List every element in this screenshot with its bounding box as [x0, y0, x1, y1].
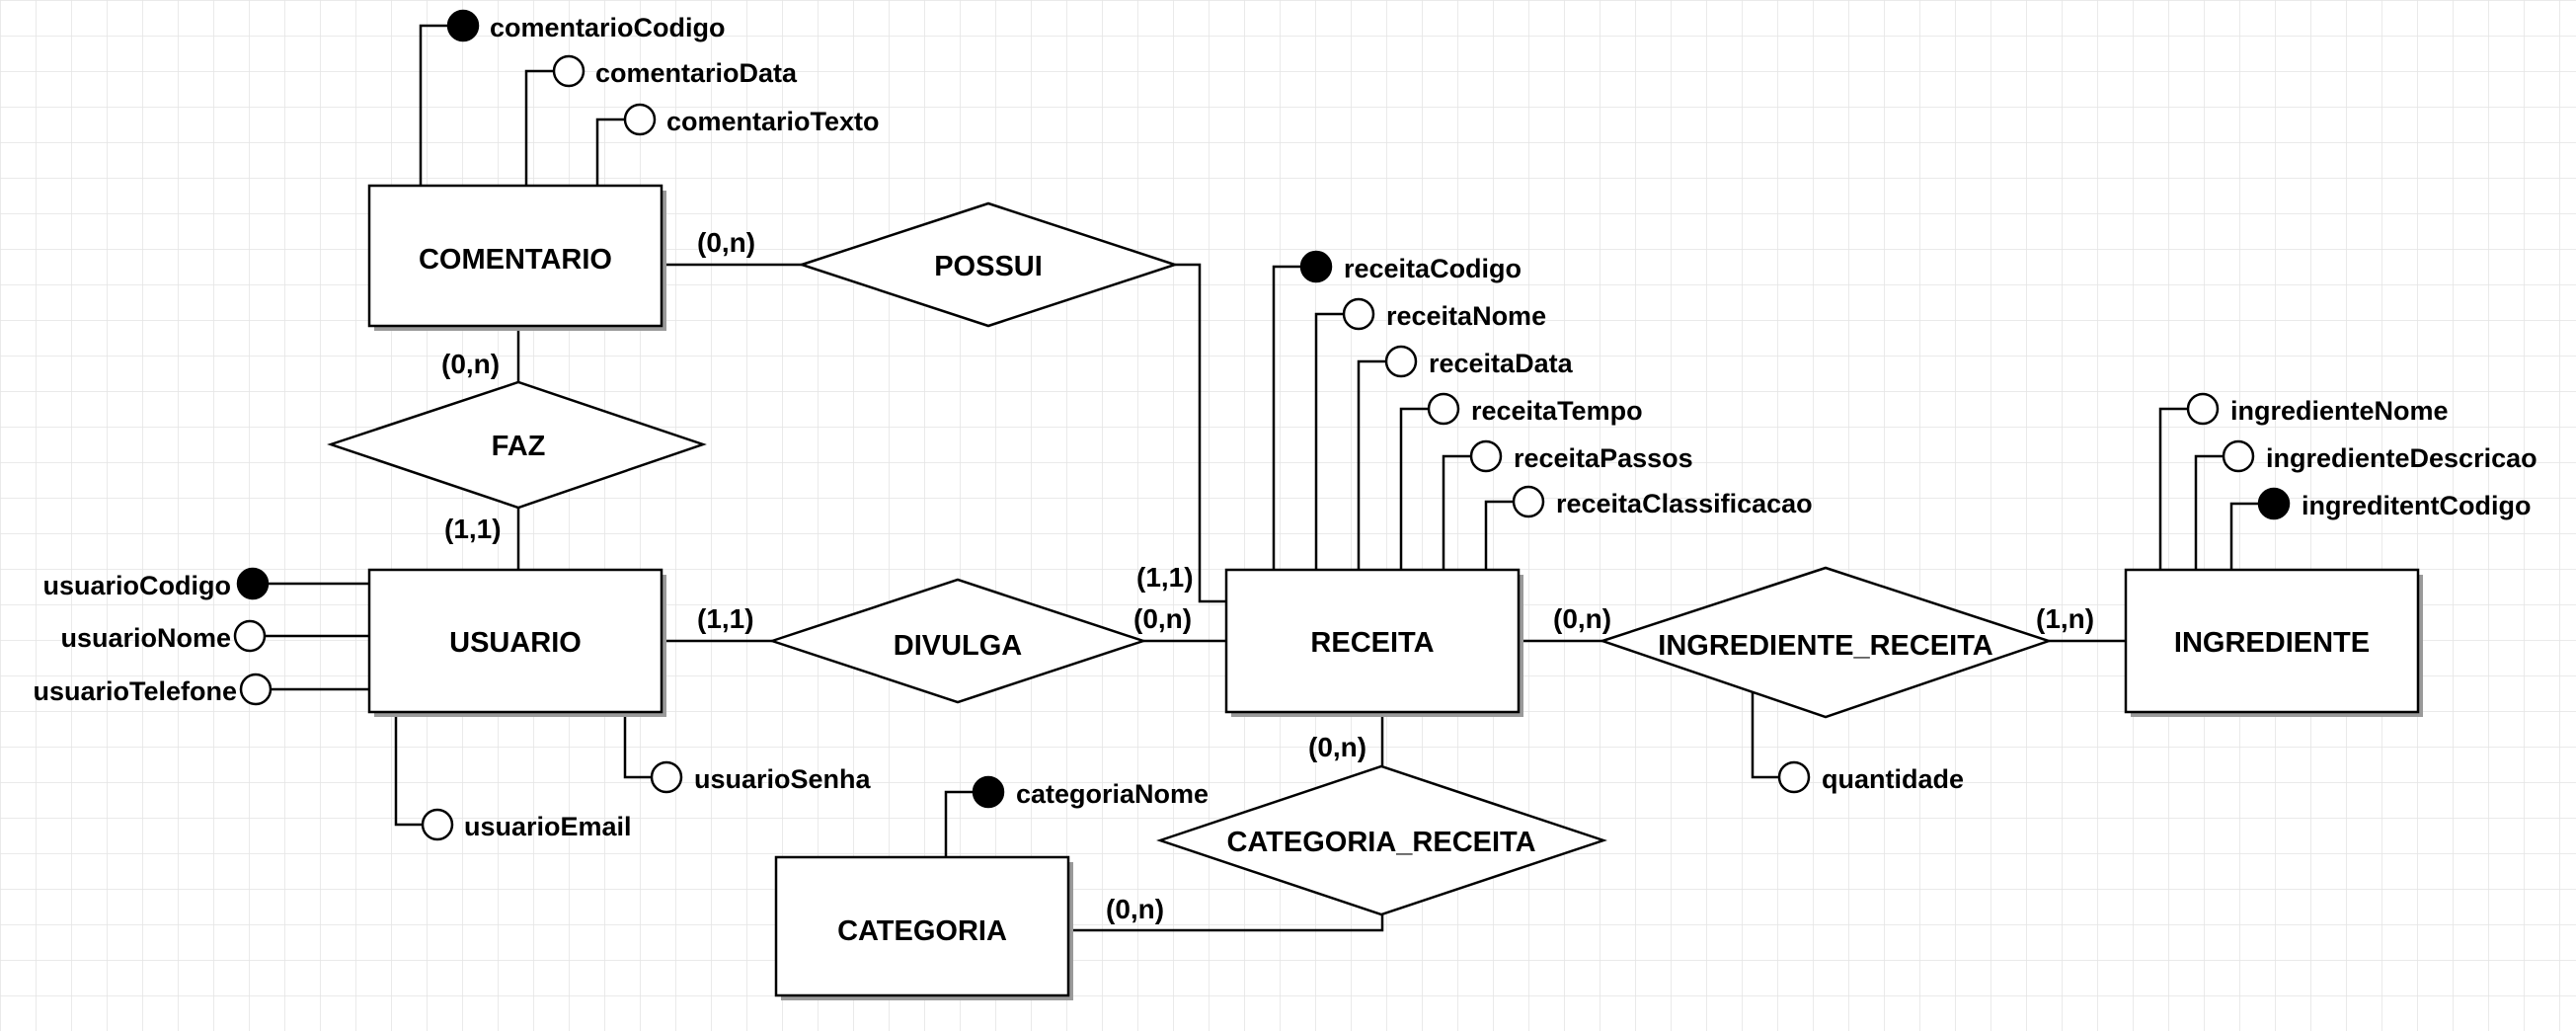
attribute-icon[interactable]	[239, 673, 273, 706]
line-attr-categoriaNome	[944, 790, 974, 857]
entity-usuario[interactable]: USUARIO	[367, 568, 666, 717]
key-attribute-icon[interactable]	[2257, 487, 2291, 520]
line-attr-receitaData	[1357, 359, 1386, 570]
attributes	[233, 9, 2291, 841]
attribute-icon[interactable]	[2186, 392, 2220, 426]
attr-usuarioCodigo: usuarioCodigo	[43, 571, 232, 600]
attribute-icon[interactable]	[1384, 345, 1418, 378]
attribute-icon[interactable]	[2222, 439, 2255, 473]
attribute-icon[interactable]	[1427, 392, 1460, 426]
line-attr-comentarioTexto	[595, 118, 625, 186]
entity-categoria[interactable]: CATEGORIA	[774, 855, 1073, 1000]
line-attr-ingredienteDescricao	[2194, 454, 2224, 570]
relationship-divulga[interactable]: DIVULGA	[768, 578, 1147, 704]
attribute-icon[interactable]	[421, 808, 454, 841]
attribute-icon[interactable]	[1342, 297, 1375, 331]
relationship-faz-label: FAZ	[492, 431, 546, 462]
key-attribute-icon[interactable]	[1299, 250, 1333, 283]
attr-usuarioNome: usuarioNome	[60, 623, 231, 653]
attr-receitaPassos: receitaPassos	[1514, 443, 1693, 473]
card-ingrediente-receita: (1,n)	[2036, 603, 2094, 634]
key-attribute-icon[interactable]	[972, 775, 1005, 809]
entities: COMENTARIO USUARIO RECEITA INGREDIENTE C…	[367, 184, 2423, 1000]
attr-ingredienteDescricao: ingredienteDescricao	[2266, 443, 2537, 473]
line-attr-quantidade	[1751, 691, 1779, 779]
card-receita-ingrediente: (0,n)	[1553, 603, 1611, 634]
line-attr-ingredienteNome	[2158, 407, 2188, 570]
card-comentario-faz: (0,n)	[441, 349, 500, 379]
attr-comentarioData: comentarioData	[595, 58, 798, 88]
attribute-icon[interactable]	[1469, 439, 1503, 473]
attribute-icon[interactable]	[552, 54, 585, 88]
line-attr-comentarioData	[524, 69, 554, 186]
card-receita-divulga: (0,n)	[1133, 603, 1192, 634]
card-comentario-possui: (0,n)	[697, 227, 755, 258]
line-attr-comentarioCodigo	[419, 24, 448, 186]
entity-usuario-label: USUARIO	[449, 627, 582, 659]
attr-receitaTempo: receitaTempo	[1471, 396, 1643, 426]
relationship-possui-label: POSSUI	[934, 251, 1043, 282]
entity-receita[interactable]: RECEITA	[1224, 568, 1523, 717]
key-attribute-icon[interactable]	[446, 9, 480, 42]
attr-receitaNome: receitaNome	[1386, 301, 1546, 331]
relationship-divulga-label: DIVULGA	[894, 630, 1023, 662]
relationship-ingrediente-receita-label: INGREDIENTE_RECEITA	[1658, 630, 1993, 662]
line-attr-receitaClassificacao	[1484, 500, 1514, 570]
card-usuario-divulga: (1,1)	[697, 603, 754, 634]
attribute-icon[interactable]	[233, 619, 267, 653]
attr-ingreditentCodigo: ingreditentCodigo	[2302, 491, 2531, 520]
card-receita-categoria: (0,n)	[1308, 732, 1366, 762]
attr-ingredienteNome: ingredienteNome	[2230, 396, 2449, 426]
attr-comentarioTexto: comentarioTexto	[666, 107, 880, 136]
attribute-labels: comentarioCodigo comentarioData comentar…	[33, 13, 2537, 841]
attr-comentarioCodigo: comentarioCodigo	[490, 13, 726, 42]
key-attribute-icon[interactable]	[236, 567, 270, 600]
line-attr-ingreditentCodigo	[2229, 502, 2259, 570]
entity-ingrediente[interactable]: INGREDIENTE	[2124, 568, 2423, 717]
line-possui-receita	[1175, 263, 1226, 603]
cardinality-labels: (0,n) (0,n) (1,1) (1,1) (1,1) (0,n) (0,n…	[441, 227, 2094, 924]
entity-categoria-label: CATEGORIA	[837, 915, 1007, 947]
entity-comentario[interactable]: COMENTARIO	[367, 184, 666, 331]
line-attr-usuarioSenha	[623, 712, 652, 779]
attr-categoriaNome: categoriaNome	[1016, 779, 1209, 809]
attr-receitaCodigo: receitaCodigo	[1344, 254, 1522, 283]
attribute-icon[interactable]	[1777, 760, 1811, 794]
attr-quantidade: quantidade	[1822, 764, 1964, 794]
attribute-icon[interactable]	[650, 760, 683, 794]
attr-usuarioEmail: usuarioEmail	[464, 812, 632, 841]
relationship-ingrediente-receita[interactable]: INGREDIENTE_RECEITA	[1599, 566, 2053, 719]
entity-receita-label: RECEITA	[1310, 627, 1434, 659]
relationship-categoria-receita[interactable]: CATEGORIA_RECEITA	[1156, 764, 1607, 916]
attr-receitaData: receitaData	[1429, 349, 1574, 378]
line-attr-usuarioEmail	[394, 712, 423, 827]
line-attr-receitaTempo	[1399, 407, 1429, 570]
attr-usuarioSenha: usuarioSenha	[694, 764, 872, 794]
line-categoria-receita-categoria	[1073, 914, 1384, 932]
relationship-faz[interactable]: FAZ	[327, 380, 707, 510]
attr-usuarioTelefone: usuarioTelefone	[33, 676, 237, 706]
attribute-icon[interactable]	[1512, 485, 1545, 518]
connectors	[265, 24, 2259, 932]
line-attr-receitaCodigo	[1272, 265, 1301, 570]
entity-comentario-label: COMENTARIO	[419, 244, 612, 276]
line-attr-receitaNome	[1314, 312, 1344, 570]
relationship-categoria-receita-label: CATEGORIA_RECEITA	[1226, 827, 1535, 858]
line-attr-receitaPassos	[1442, 454, 1471, 570]
entity-ingrediente-label: INGREDIENTE	[2174, 627, 2370, 659]
card-usuario-faz: (1,1)	[444, 514, 502, 544]
attribute-icon[interactable]	[623, 103, 657, 136]
card-receita-possui: (1,1)	[1136, 562, 1194, 593]
attr-receitaClassificacao: receitaClassificacao	[1556, 489, 1813, 518]
card-categoria-receita: (0,n)	[1106, 894, 1164, 924]
relationships: POSSUI FAZ DIVULGA INGREDIENTE_RECEITA C…	[327, 201, 2053, 916]
relationship-possui[interactable]: POSSUI	[797, 201, 1180, 328]
